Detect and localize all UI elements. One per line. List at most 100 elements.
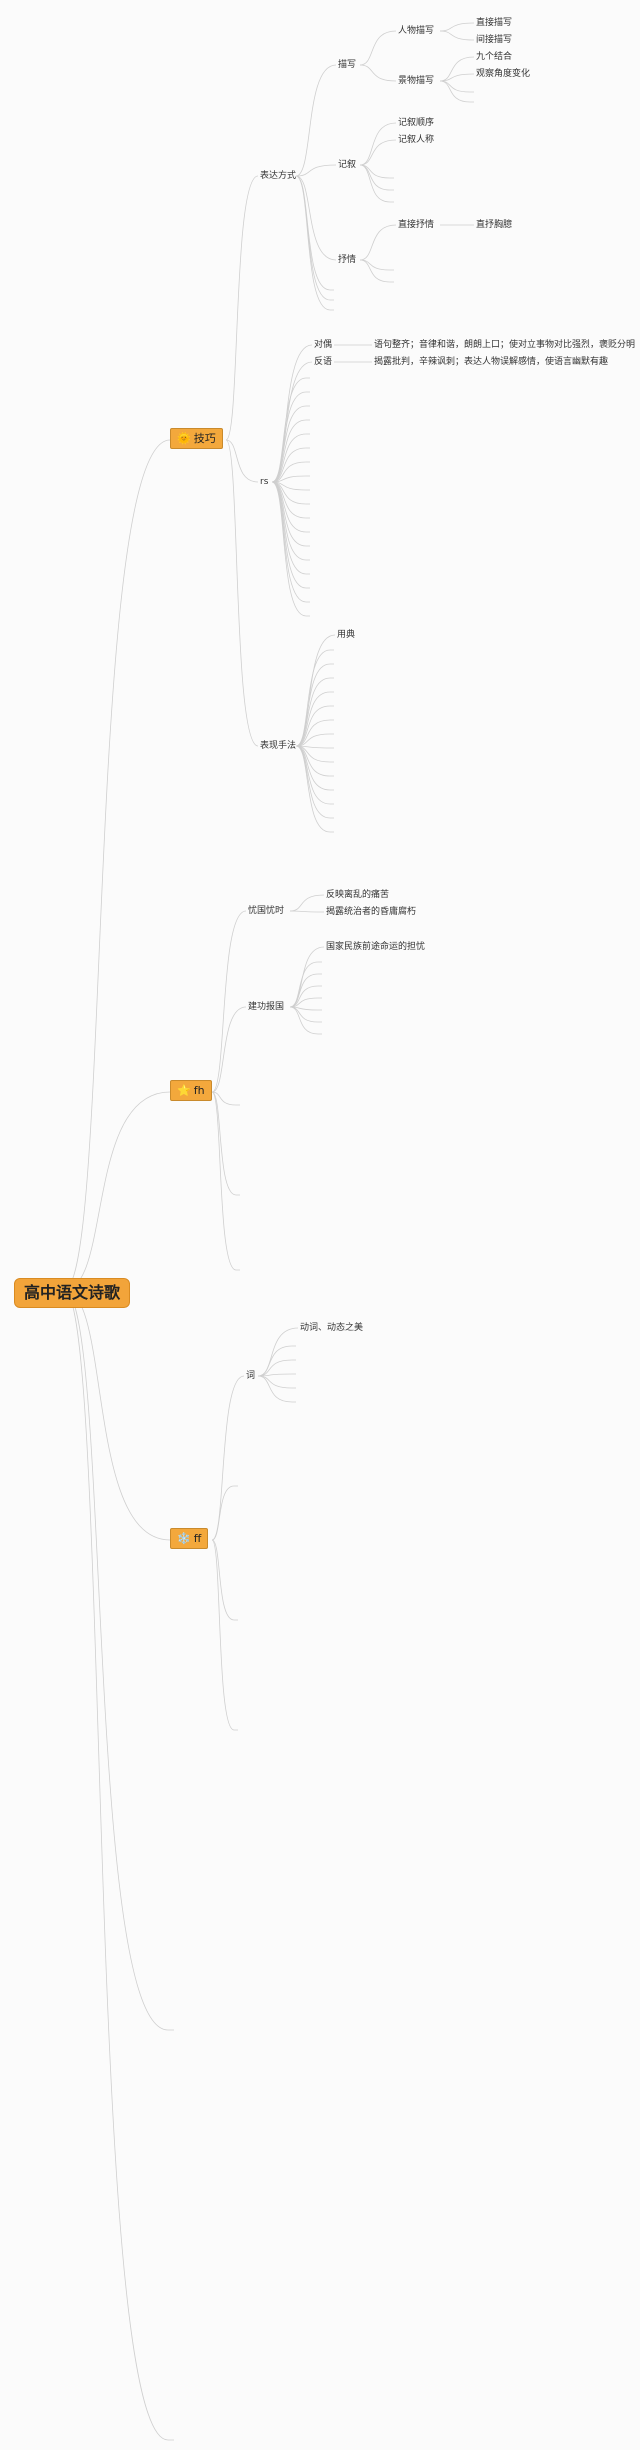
connector-14 <box>359 30 397 66</box>
connector-38 <box>271 419 310 483</box>
connector-1 <box>63 1091 171 1291</box>
node-jiangong[interactable]: 建功报国 <box>248 1002 285 1012</box>
connector-58 <box>295 705 334 747</box>
connector-25 <box>359 164 394 191</box>
connector-72 <box>211 1091 240 1271</box>
connector-36 <box>271 391 310 483</box>
connector-59 <box>295 719 334 747</box>
connector-27 <box>359 224 397 261</box>
connector-3 <box>63 1289 174 2031</box>
connector-11 <box>295 175 334 291</box>
node-hunyong[interactable]: 揭露统治者的昏庸腐朽 <box>326 907 417 917</box>
connector-86 <box>211 1539 238 1731</box>
root-node[interactable]: 高中语文诗歌 <box>14 1278 131 1308</box>
connector-74 <box>289 910 325 913</box>
node-duiou[interactable]: 对偶 <box>314 340 333 350</box>
connector-65 <box>295 745 334 805</box>
node-rs[interactable]: rs <box>260 477 269 487</box>
connector-76 <box>289 961 322 1008</box>
branch-fh[interactable]: ⭐fh <box>170 1080 212 1101</box>
connector-48 <box>271 481 310 561</box>
connector-40 <box>271 447 310 483</box>
connector-2 <box>63 1289 171 1541</box>
connector-68 <box>211 910 247 1093</box>
connector-57 <box>295 691 334 747</box>
connector-70 <box>211 1091 240 1106</box>
node-jixu-shunxu[interactable]: 记叙顺序 <box>398 118 435 128</box>
branch-label: 技巧 <box>193 432 216 445</box>
node-danyou[interactable]: 国家民族前途命运的担忧 <box>326 942 426 952</box>
branch-jiqiao[interactable]: 🌞技巧 <box>170 428 223 449</box>
connector-56 <box>295 677 334 747</box>
connector-26 <box>359 164 394 203</box>
node-fanyu[interactable]: 反语 <box>314 357 333 367</box>
connector-8 <box>295 64 337 177</box>
connector-90 <box>257 1373 296 1377</box>
note-fanyu: 揭露批判，辛辣讽刺；表达人物误解感情，使语言幽默有趣 <box>374 357 609 367</box>
connector-10 <box>295 175 337 261</box>
connector-60 <box>295 733 334 747</box>
connector-9 <box>295 164 337 177</box>
snowflake-icon: ❄️ <box>177 1532 191 1545</box>
connector-69 <box>211 1006 247 1093</box>
node-zhishu[interactable]: 直抒胸臆 <box>476 220 513 230</box>
node-zhijie-shuqing[interactable]: 直接抒情 <box>398 220 435 230</box>
connector-7 <box>225 439 259 747</box>
node-biaoxian[interactable]: 表现手法 <box>260 741 297 751</box>
connector-84 <box>211 1485 238 1541</box>
connector-63 <box>295 745 334 777</box>
node-jixu-rencheng[interactable]: 记叙人称 <box>398 135 435 145</box>
connector-17 <box>439 30 475 41</box>
node-jixu[interactable]: 记叙 <box>338 160 357 170</box>
connector-13 <box>295 175 334 311</box>
branch-ff[interactable]: ❄️ff <box>170 1528 209 1549</box>
connector-15 <box>359 64 397 82</box>
node-yongdian[interactable]: 用典 <box>337 630 356 640</box>
note-duiou: 语句整齐；音律和谐，朗朗上口；使对立事物对比强烈，褒贬分明 <box>374 340 636 350</box>
connector-52 <box>271 481 310 617</box>
connector-29 <box>359 259 394 283</box>
connector-6 <box>225 439 259 483</box>
node-miaoxie[interactable]: 描写 <box>338 60 357 70</box>
connector-73 <box>289 894 325 912</box>
connector-21 <box>439 80 474 103</box>
connector-92 <box>257 1375 296 1403</box>
node-biaoda[interactable]: 表达方式 <box>260 171 297 181</box>
node-guancha[interactable]: 观察角度变化 <box>476 69 531 79</box>
connector-79 <box>289 997 322 1008</box>
node-liluan[interactable]: 反映离乱的痛苦 <box>326 890 390 900</box>
connector-5 <box>225 175 259 441</box>
node-jingwu[interactable]: 景物描写 <box>398 76 435 86</box>
connector-82 <box>289 1006 322 1035</box>
connector-19 <box>439 73 475 82</box>
branch-label: fh <box>193 1084 205 1097</box>
connector-83 <box>211 1375 245 1541</box>
node-renwu[interactable]: 人物描写 <box>398 26 435 36</box>
node-zhijie-miaoxie[interactable]: 直接描写 <box>476 18 513 28</box>
node-shuqing[interactable]: 抒情 <box>338 255 357 265</box>
node-dongci[interactable]: 动词、动态之美 <box>300 1323 364 1333</box>
sun-icon: 🌞 <box>177 432 191 445</box>
connector-32 <box>271 361 313 483</box>
node-youguo[interactable]: 忧国忧时 <box>248 906 285 916</box>
connector-22 <box>359 122 397 166</box>
node-ci[interactable]: 词 <box>246 1371 256 1381</box>
connector-35 <box>271 377 310 483</box>
branch-label: ff <box>193 1532 202 1545</box>
connector-31 <box>271 344 313 483</box>
connector-0 <box>63 439 171 1291</box>
connector-55 <box>295 663 334 747</box>
connector-18 <box>439 56 475 82</box>
connector-88 <box>257 1345 296 1377</box>
connector-77 <box>289 973 322 1008</box>
node-jianjie-miaoxie[interactable]: 间接描写 <box>476 35 513 45</box>
connector-4 <box>63 1289 174 2441</box>
connector-87 <box>257 1327 299 1377</box>
connector-42 <box>271 475 310 483</box>
connector-16 <box>439 22 475 32</box>
star-icon: ⭐ <box>177 1084 191 1097</box>
connector-23 <box>359 139 397 166</box>
node-jiuge[interactable]: 九个结合 <box>476 52 513 62</box>
